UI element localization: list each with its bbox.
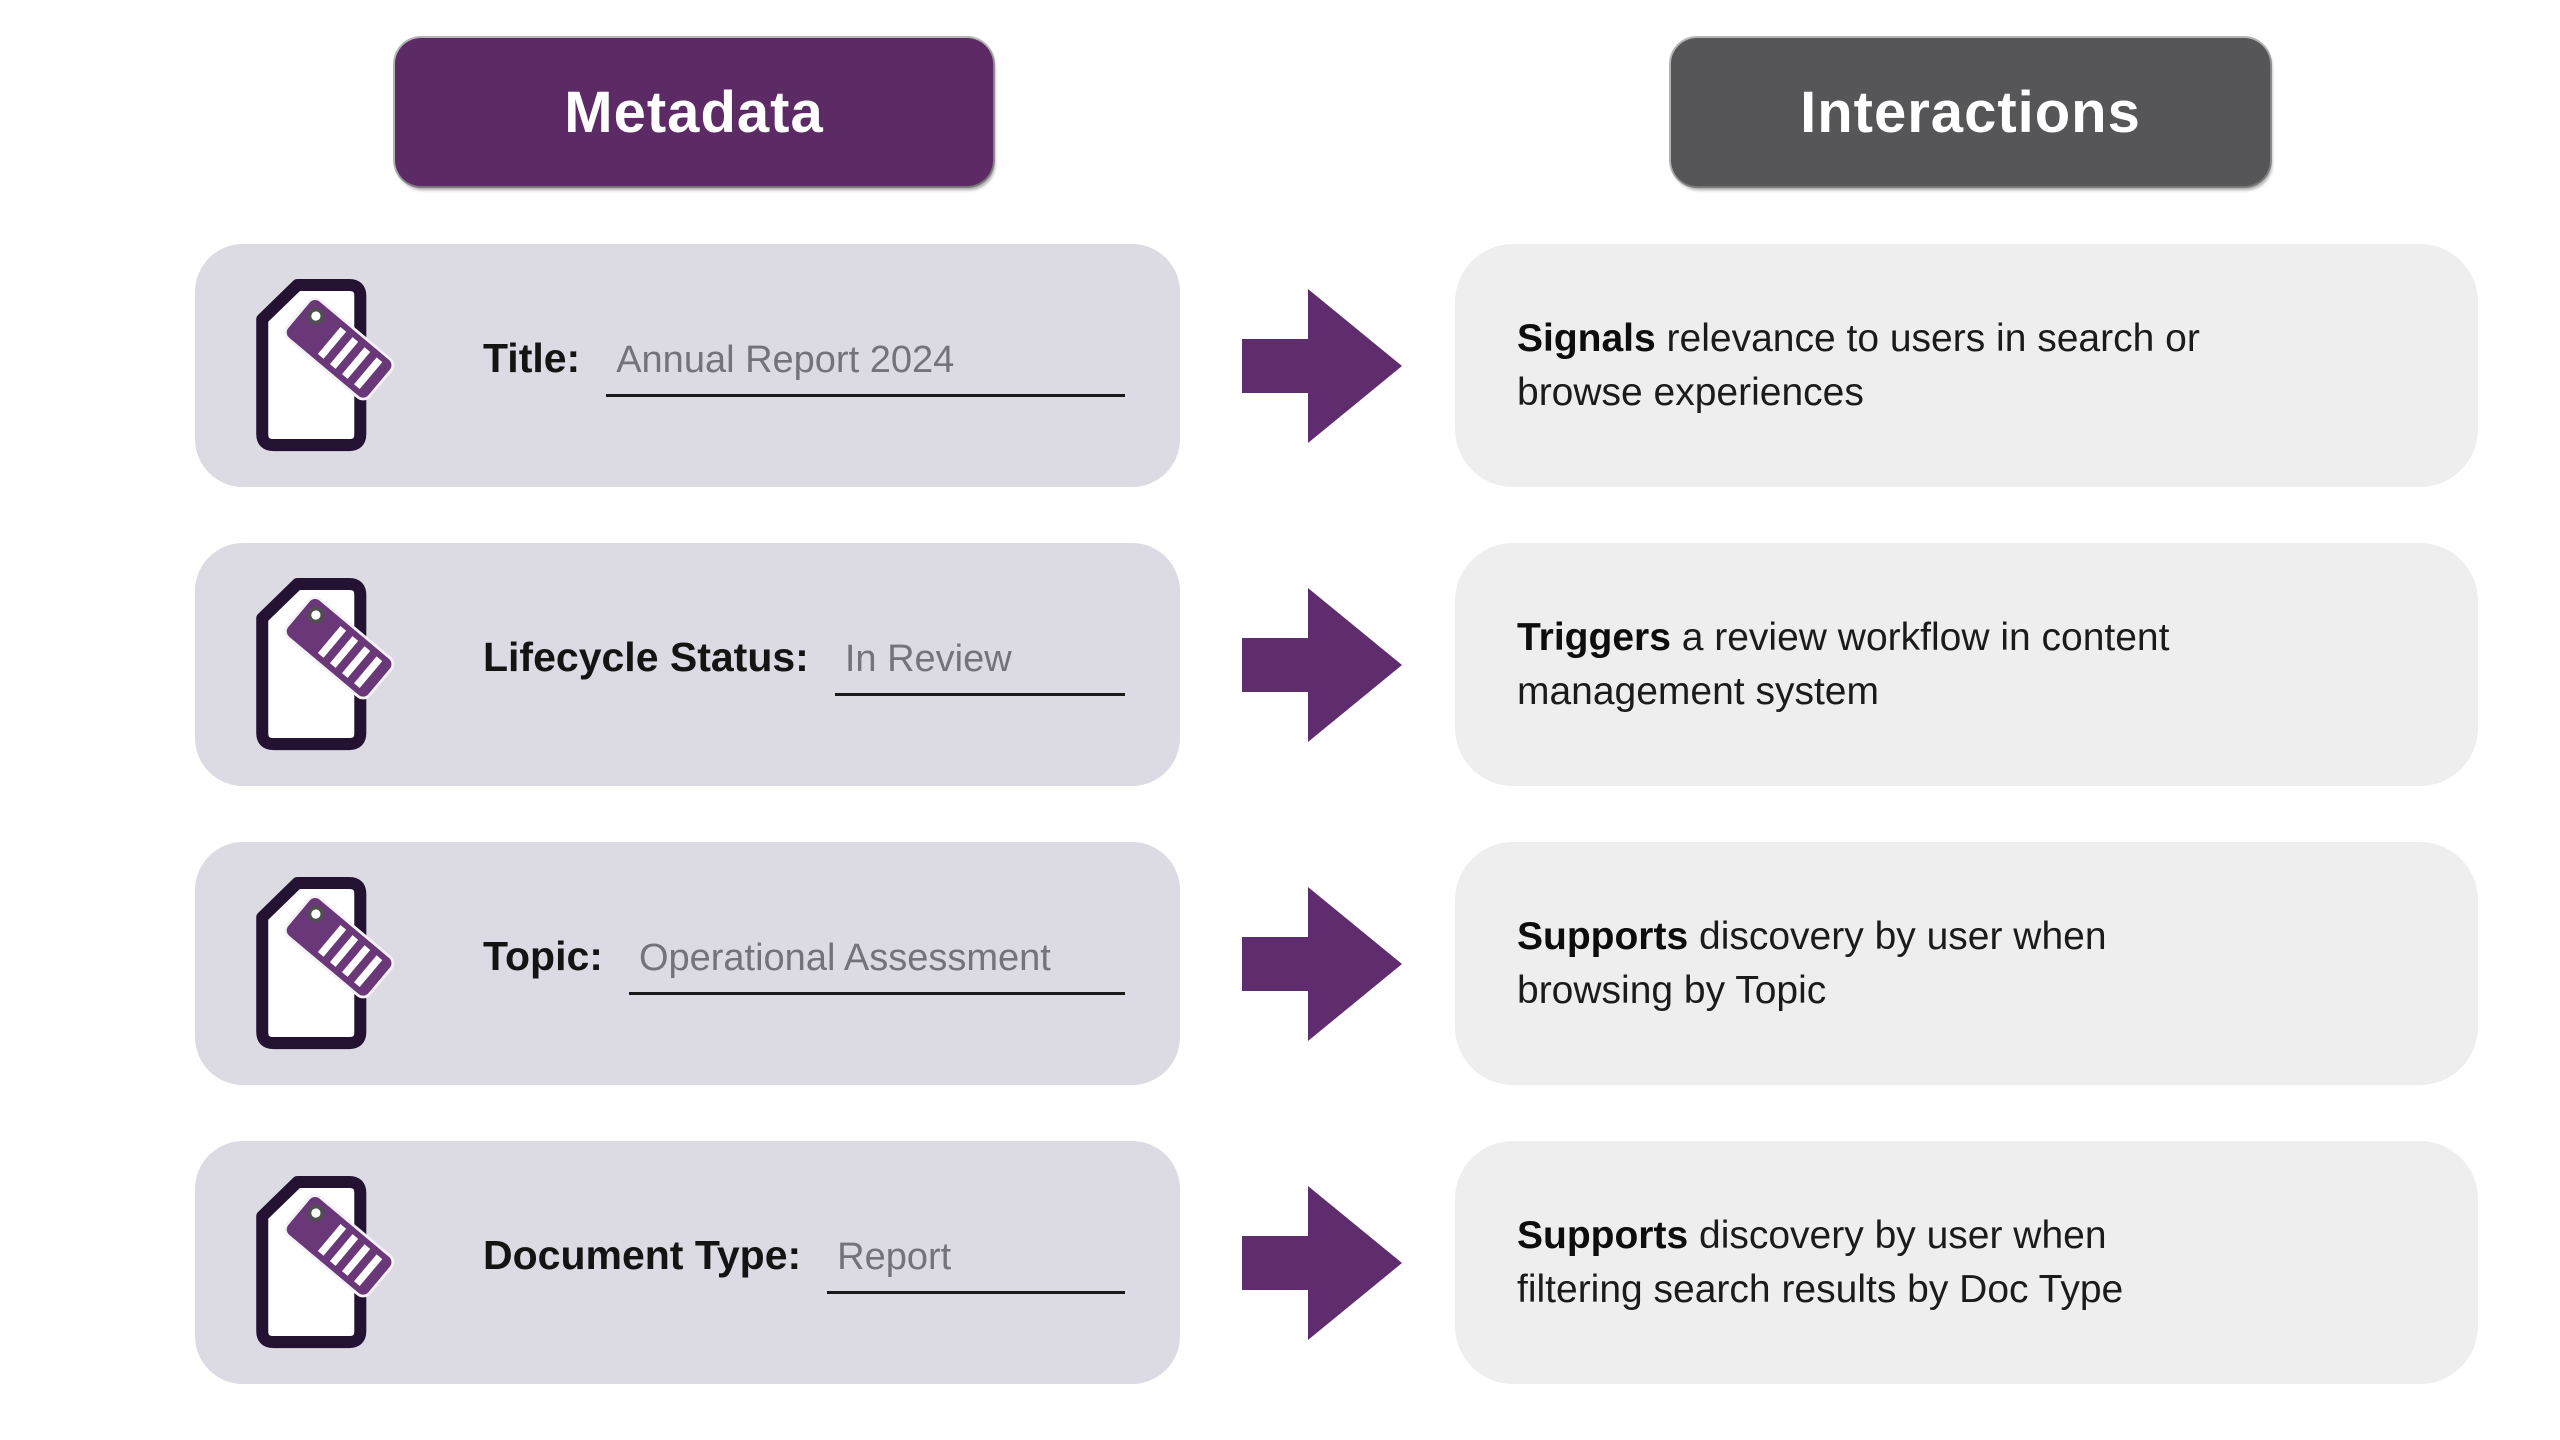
interaction-card: Supports discovery by user when filterin… bbox=[1455, 1141, 2478, 1384]
interaction-keyword: Signals bbox=[1517, 317, 1656, 361]
interaction-card: Signals relevance to users in search or … bbox=[1455, 244, 2478, 487]
interactions-header: Interactions bbox=[1671, 38, 2270, 186]
right-arrow-icon bbox=[1242, 288, 1402, 443]
diagram-row: Topic: Operational Assessment Supports d… bbox=[195, 842, 2478, 1085]
field-label: Topic: bbox=[483, 932, 603, 979]
metadata-field: Document Type: Report bbox=[483, 1232, 1125, 1294]
document-tag-icon bbox=[256, 1176, 395, 1349]
field-value: Report bbox=[827, 1236, 1125, 1294]
interaction-card: Triggers a review workflow in content ma… bbox=[1455, 543, 2478, 786]
field-label: Document Type: bbox=[483, 1231, 802, 1278]
interaction-text: Supports discovery by user when browsing… bbox=[1517, 915, 2107, 1012]
diagram-row: Document Type: Report Supports discovery… bbox=[195, 1141, 2478, 1384]
metadata-header: Metadata bbox=[395, 38, 993, 186]
field-value: Annual Report 2024 bbox=[606, 339, 1125, 397]
interaction-keyword: Supports bbox=[1517, 915, 1689, 959]
diagram-canvas: Metadata Interactions Title: Annual Re bbox=[195, 38, 2478, 1384]
field-value: In Review bbox=[834, 638, 1125, 696]
metadata-card: Topic: Operational Assessment bbox=[195, 842, 1180, 1085]
document-tag-icon bbox=[256, 877, 395, 1050]
right-arrow-icon bbox=[1242, 886, 1402, 1041]
document-tag-icon bbox=[256, 578, 395, 751]
interaction-keyword: Supports bbox=[1517, 1214, 1689, 1258]
diagram-row: Lifecycle Status: In Review Triggers a r… bbox=[195, 543, 2478, 786]
metadata-field: Topic: Operational Assessment bbox=[483, 933, 1125, 995]
metadata-card: Title: Annual Report 2024 bbox=[195, 244, 1180, 487]
right-arrow-icon bbox=[1242, 1185, 1402, 1340]
interaction-text: Supports discovery by user when filterin… bbox=[1517, 1214, 2124, 1311]
metadata-card: Lifecycle Status: In Review bbox=[195, 543, 1180, 786]
document-tag-icon bbox=[256, 279, 395, 452]
rows: Title: Annual Report 2024 Signals releva… bbox=[195, 244, 2478, 1440]
field-value: Operational Assessment bbox=[628, 937, 1125, 995]
diagram-row: Title: Annual Report 2024 Signals releva… bbox=[195, 244, 2478, 487]
right-arrow-icon bbox=[1242, 587, 1402, 742]
field-label: Lifecycle Status: bbox=[483, 633, 809, 680]
interaction-keyword: Triggers bbox=[1517, 616, 1671, 660]
interaction-text: Signals relevance to users in search or … bbox=[1517, 317, 2200, 414]
metadata-field: Lifecycle Status: In Review bbox=[483, 634, 1125, 696]
metadata-field: Title: Annual Report 2024 bbox=[483, 335, 1125, 397]
field-label: Title: bbox=[483, 334, 581, 381]
metadata-card: Document Type: Report bbox=[195, 1141, 1180, 1384]
interaction-card: Supports discovery by user when browsing… bbox=[1455, 842, 2478, 1085]
interaction-text: Triggers a review workflow in content ma… bbox=[1517, 616, 2170, 713]
